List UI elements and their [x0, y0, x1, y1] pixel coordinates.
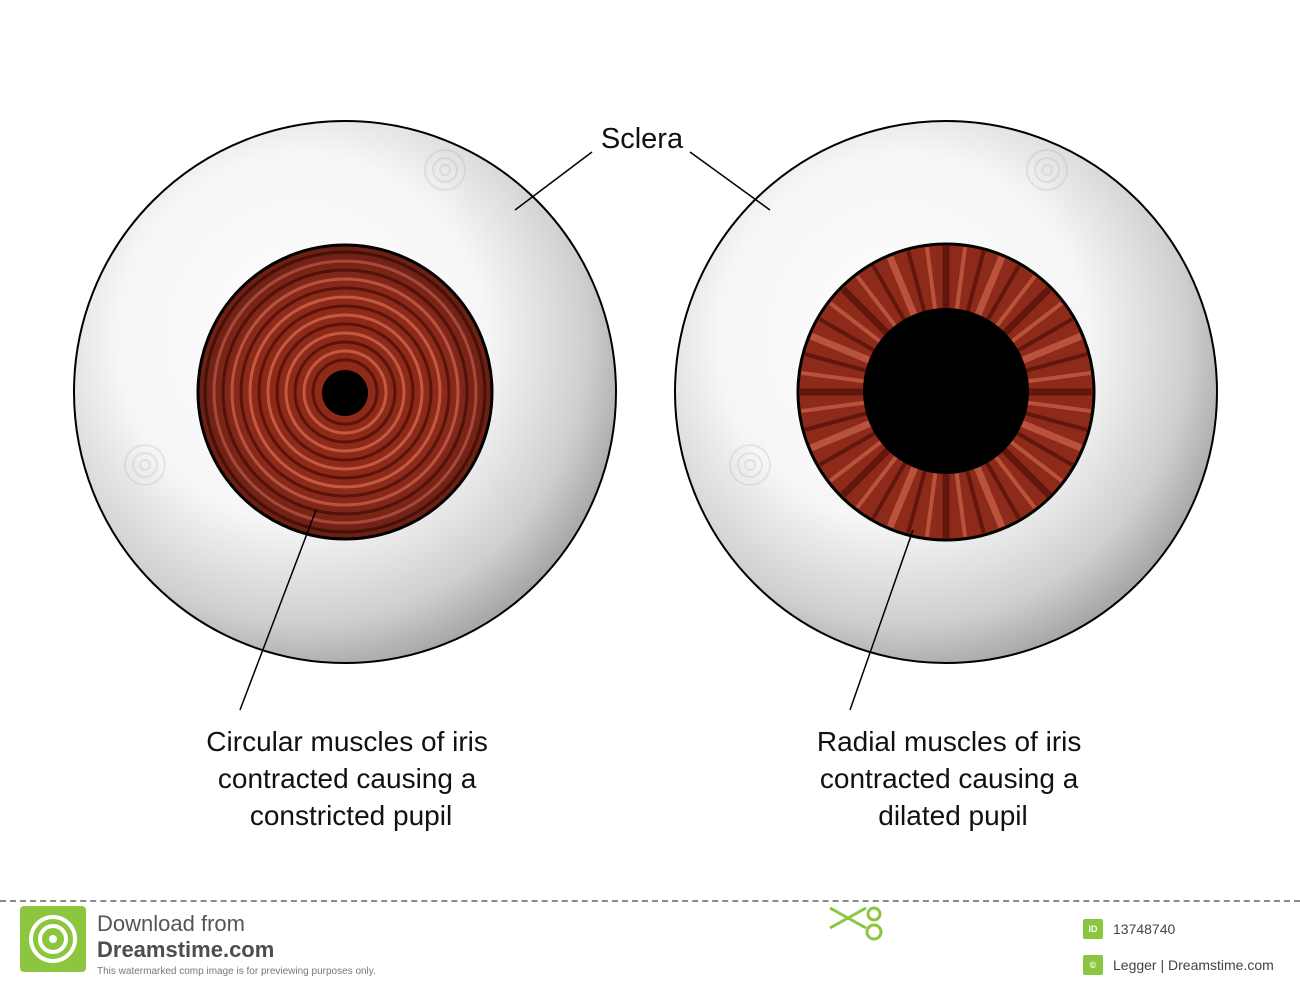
image-id-row: ID 13748740 — [1083, 919, 1175, 939]
iris-radial-fiber — [1020, 332, 1083, 364]
author-credit[interactable]: Legger | Dreamstime.com — [1113, 957, 1274, 973]
iris-radial-fiber — [1001, 447, 1052, 498]
dreamstime-logo-icon — [20, 906, 86, 972]
iris-radial-fiber — [855, 274, 898, 329]
iris-radial-fiber — [800, 370, 865, 384]
right-eyeball — [674, 120, 1218, 664]
iris-radial-fiber — [1009, 301, 1064, 344]
iris-radial-fiber — [1016, 317, 1074, 353]
iris-radial-fiber — [985, 264, 1021, 322]
iris-radial-fiber — [974, 255, 1006, 318]
iris-radial-fiber — [1001, 286, 1052, 337]
sclera-leader-right — [689, 151, 771, 211]
iris-radial-fiber — [985, 462, 1021, 520]
iris-radial-fiber — [840, 286, 891, 337]
iris-radial-fiber — [818, 317, 876, 353]
sclera-label: Sclera — [601, 123, 684, 155]
watermark-notice: This watermarked comp image is for previ… — [97, 966, 376, 977]
watermark — [124, 149, 1068, 486]
iris-radial-fiber — [965, 250, 986, 314]
iris-radial-fiber — [965, 470, 986, 534]
iris-radial-fiber — [855, 455, 898, 510]
id-badge-icon: ID — [1083, 919, 1103, 939]
left-eyeball — [73, 120, 617, 664]
iris-radial-fiber — [994, 455, 1037, 510]
iris-radial-fiber — [1027, 370, 1092, 384]
iris-radial-fiber — [906, 250, 927, 314]
left-caption: Circular muscles of iris contracted caus… — [206, 726, 495, 831]
iris-radial-fiber — [800, 400, 865, 414]
dreamstime-footer: Download from Dreamstime.com This waterm… — [0, 900, 1300, 992]
iris-radial-fiber — [804, 411, 868, 432]
iris-radial-fiber — [818, 431, 876, 467]
sclera-leader-left — [514, 151, 593, 211]
iris-radial-fiber — [809, 420, 872, 452]
iris-radial-fiber — [886, 466, 918, 529]
image-id: 13748740 — [1113, 921, 1176, 937]
dreamstime-brand-link[interactable]: Dreamstime.com — [97, 937, 275, 962]
iris-radial-fiber — [1020, 420, 1083, 452]
iris-radial-fiber — [871, 462, 907, 520]
iris-radial-fiber — [828, 301, 883, 344]
iris-radial-fiber — [994, 274, 1037, 329]
iris-radial-fiber — [924, 473, 938, 538]
iris-radial-fiber — [840, 447, 891, 498]
left-pupil-constricted — [322, 370, 368, 416]
iris-radial-fiber — [1024, 411, 1088, 432]
right-caption: Radial muscles of iris contracted causin… — [817, 726, 1089, 831]
iris-radial-fiber — [809, 332, 872, 364]
scissors-icon — [829, 906, 883, 941]
right-pupil-dilated — [863, 308, 1029, 474]
iris-radial-fiber — [954, 246, 968, 311]
download-from-text: Download from — [97, 911, 245, 936]
iris-radial-fiber — [804, 352, 868, 373]
eye-diagram: Sclera Circular muscles of iris contract… — [73, 120, 1218, 831]
iris-radial-fiber — [924, 246, 938, 311]
iris-radial-fiber — [974, 466, 1006, 529]
credit-row: © Legger | Dreamstime.com — [1083, 955, 1274, 975]
iris-radial-fiber — [886, 255, 918, 318]
iris-radial-fiber — [954, 473, 968, 538]
left-caption-leader — [239, 509, 317, 711]
iris-radial-fiber — [1016, 431, 1074, 467]
iris-radial-fiber — [871, 264, 907, 322]
footer-divider — [0, 900, 1300, 902]
iris-radial-fiber — [1024, 352, 1088, 373]
right-caption-leader — [849, 529, 914, 711]
iris-radial-fiber — [906, 470, 927, 534]
iris-radial-fiber — [1027, 400, 1092, 414]
iris-radial-fiber — [1009, 440, 1064, 483]
copyright-icon: © — [1083, 955, 1103, 975]
iris-radial-fiber — [828, 440, 883, 483]
